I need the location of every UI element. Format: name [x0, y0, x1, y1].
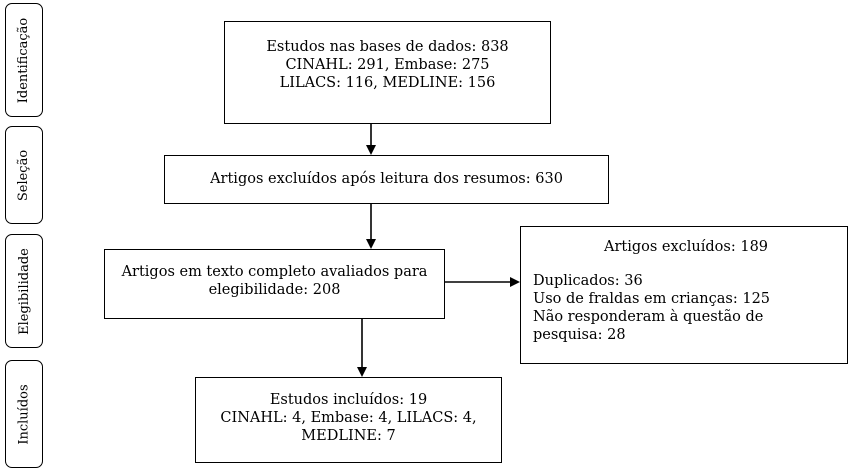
databases-cinahl-embase: CINAHL: 291, Embase: 275	[285, 57, 490, 73]
databases-lilacs-medline: LILACS: 116, MEDLINE: 156	[279, 75, 496, 91]
excluded-abstracts-text: Artigos excluídos após leitura dos resum…	[210, 171, 563, 187]
full-text-box: Artigos em texto completo avaliados para…	[104, 249, 445, 319]
included-total: Estudos incluídos: 19	[269, 392, 428, 408]
excluded-abstracts-box: Artigos excluídos após leitura dos resum…	[164, 155, 609, 204]
excluded-diapers: Uso de fraldas em crianças: 125	[533, 291, 771, 307]
included-breakdown-2: MEDLINE: 7	[301, 428, 396, 444]
excluded-articles-title: Artigos excluídos: 189	[603, 239, 769, 255]
included-studies-box: Estudos incluídos: 19 CINAHL: 4, Embase:…	[195, 377, 502, 463]
databases-total: Estudos nas bases de dados: 838	[266, 39, 509, 55]
stage-identification: Identificação	[5, 3, 43, 117]
included-breakdown-1: CINAHL: 4, Embase: 4, LILACS: 4,	[220, 410, 477, 426]
full-text-line2: elegibilidade: 208	[208, 282, 341, 298]
full-text-line1: Artigos em texto completo avaliados para	[121, 264, 428, 280]
excluded-articles-box: Artigos excluídos: 189 Duplicados: 36 Us…	[520, 226, 848, 364]
excluded-duplicates: Duplicados: 36	[533, 273, 643, 289]
stage-included: Incluídos	[5, 360, 43, 468]
stage-selection: Seleção	[5, 126, 43, 224]
excluded-articles-spacer	[533, 256, 839, 272]
stage-eligibility: Elegibilidade	[5, 234, 43, 348]
excluded-not-answering-1: Não responderam à questão de	[533, 309, 764, 325]
excluded-not-answering-2: pesquisa: 28	[533, 327, 626, 343]
databases-box: Estudos nas bases de dados: 838 CINAHL: …	[224, 21, 551, 124]
